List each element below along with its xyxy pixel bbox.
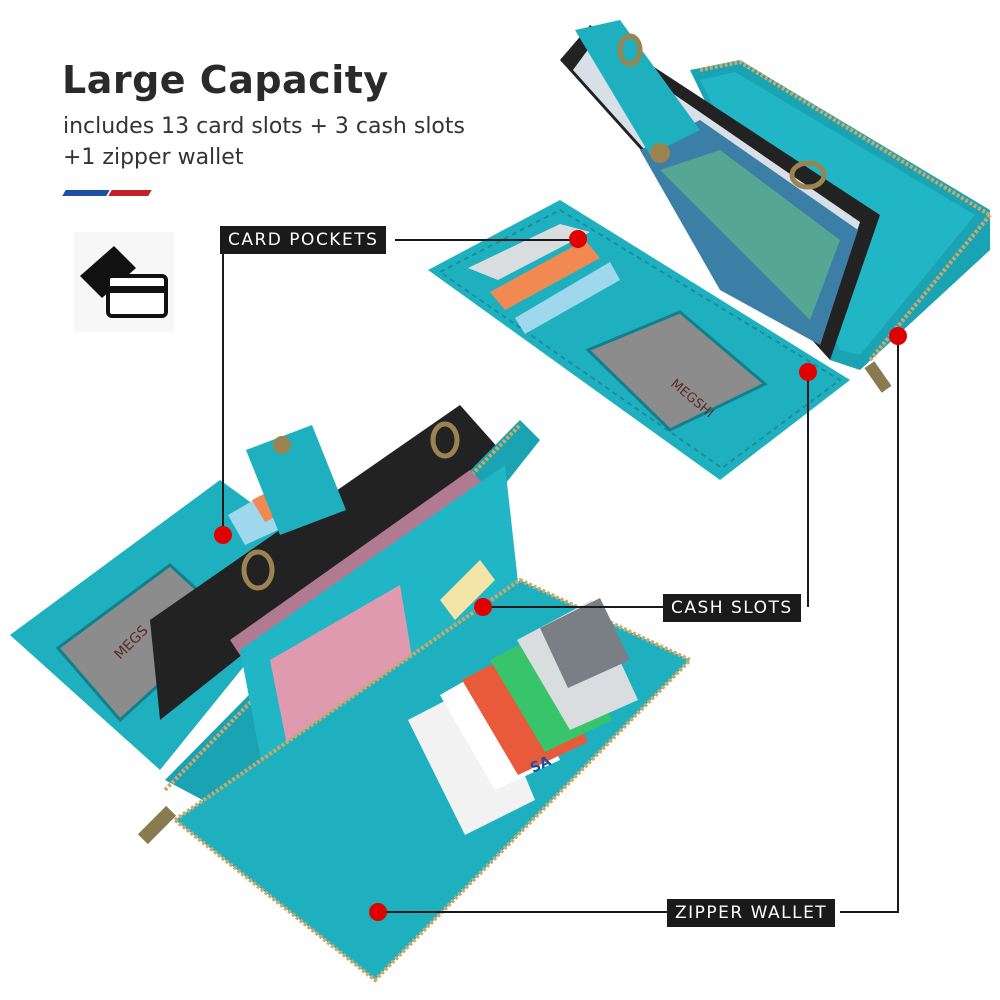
callout-dot-cash-slots-lower — [474, 598, 492, 616]
page-title: Large Capacity — [62, 58, 389, 102]
card-holder-icon — [74, 232, 174, 332]
line-zipper-up — [840, 336, 899, 913]
label-zipper-wallet: ZIPPER WALLET — [667, 899, 836, 927]
label-cash-slots: CASH SLOTS — [663, 594, 801, 622]
lower-wallet: MEGS SA — [10, 405, 694, 983]
subtitle-line-2: +1 zipper wallet — [63, 145, 244, 170]
callout-dot-card-pockets-lower — [214, 526, 232, 544]
callout-dot-zipper-upper — [889, 327, 907, 345]
callout-lines — [222, 239, 899, 913]
callout-dot-card-pockets-upper — [569, 230, 587, 248]
callout-dot-cash-slots-upper — [799, 363, 817, 381]
callout-dot-zipper-lower — [369, 903, 387, 921]
label-card-pockets: CARD POCKETS — [220, 226, 387, 254]
subtitle-line-1: includes 13 card slots + 3 cash slots — [63, 114, 465, 139]
upper-wallet: MEGSHI — [428, 20, 992, 480]
